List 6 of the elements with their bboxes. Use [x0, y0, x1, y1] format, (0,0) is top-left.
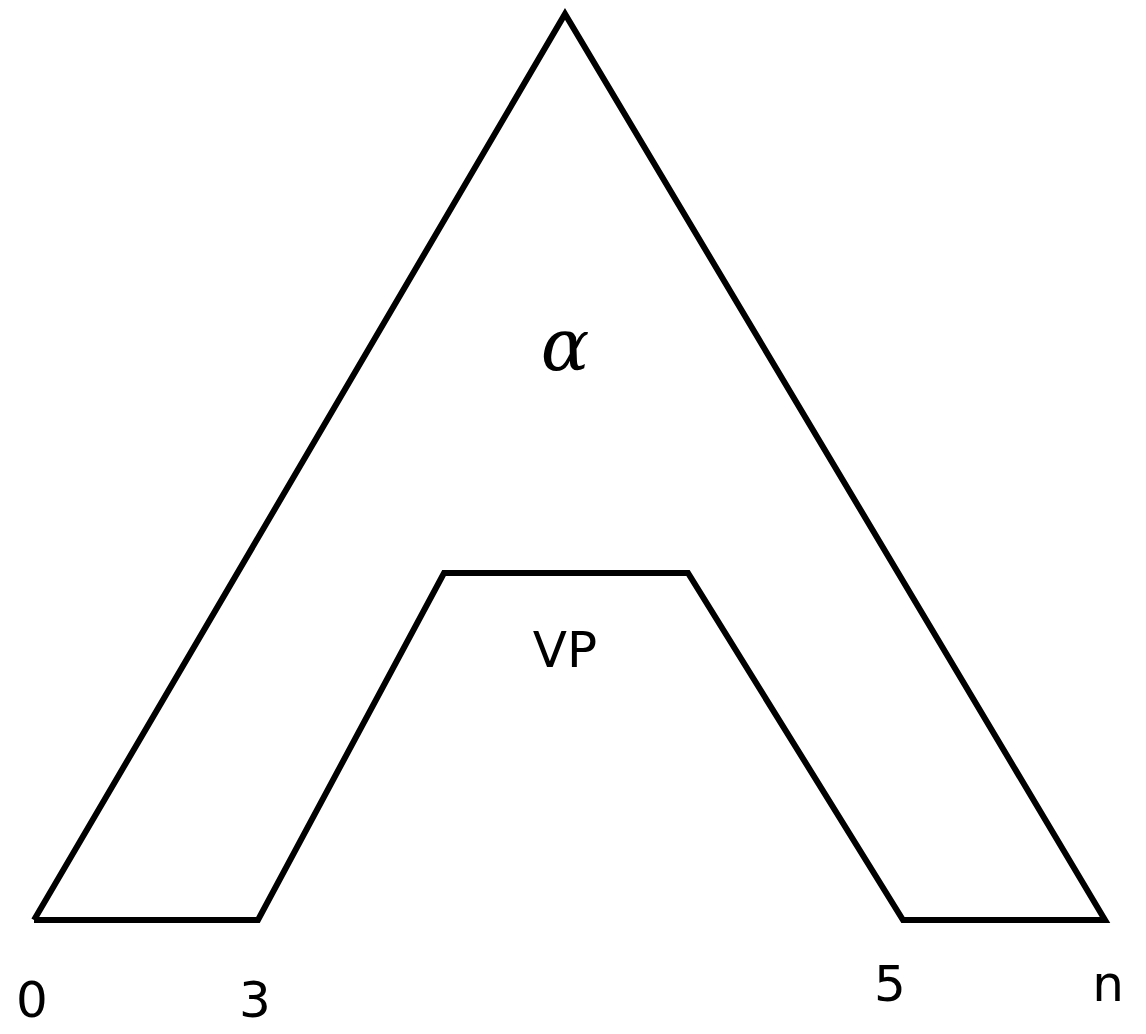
node-label: α	[540, 309, 590, 381]
position-number: n	[1092, 959, 1124, 1009]
position-number: 0	[16, 975, 48, 1025]
position-number: 5	[874, 959, 906, 1009]
category-label: VP	[532, 625, 598, 675]
position-number: 3	[239, 975, 271, 1025]
